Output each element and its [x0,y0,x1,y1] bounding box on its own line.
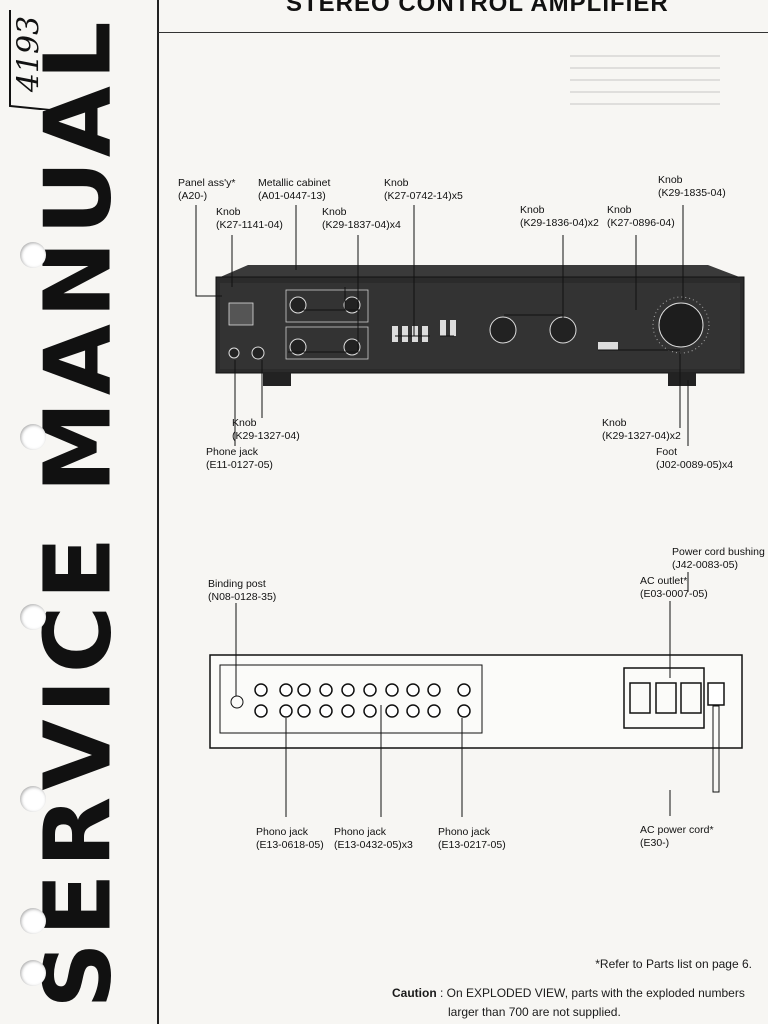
label-phone-jack: Phone jack(E11-0127-05) [206,446,273,471]
punch-hole [20,786,46,812]
label-foot: Foot(J02-0089-05)x4 [656,446,734,471]
label-phono-jack-e13-0217: Phono jack(E13-0217-05) [438,826,506,851]
front-panel-drawing [215,265,745,386]
label-knob-k29-1836: Knob(K29-1836-04)x2 [520,204,599,229]
label-knob-k29-1327-x2: Knob(K29-1327-04)x2 [602,417,681,442]
label-knob-k29-1327: Knob(K29-1327-04) [232,417,300,442]
punch-hole [20,908,46,934]
footnote: *Refer to Parts list on page 6. [595,957,752,971]
bleed-through-text [570,45,720,115]
label-knob-k29-1835: Knob(K29-1835-04) [658,174,726,199]
label-metallic-cabinet: Metallic cabinet(A01-0447-13) [258,177,331,202]
label-power-cord-bushing: Power cord bushing(J42-0083-05) [672,546,765,571]
spine: 4193 SERVICE MANUAL [0,0,158,1024]
caution-line-1: : On EXPLODED VIEW, parts with the explo… [440,986,745,1000]
punch-hole [20,242,46,268]
caution-line-2: larger than 700 are not supplied. [448,1005,621,1019]
rear-panel-drawing [209,654,743,793]
label-binding-post: Binding post(N08-0128-35) [208,578,277,603]
caution-note: Caution : On EXPLODED VIEW, parts with t… [392,984,745,1022]
caution-label: Caution [392,986,437,1000]
label-knob-k27-1141: Knob(K27-1141-04) [216,206,283,231]
label-knob-k27-0896: Knob(K27-0896-04) [607,204,675,229]
page-title: STEREO CONTROL AMPLIFIER [286,0,669,17]
label-ac-outlet: AC outlet*(E03-0007-05) [640,575,708,600]
label-knob-k27-0742: Knob(K27-0742-14)x5 [384,177,463,202]
handwritten-number: 4193 [6,6,52,110]
label-phono-jack-e13-0618: Phono jack(E13-0618-05) [256,826,324,851]
punch-hole [20,960,46,986]
punch-hole [20,604,46,630]
label-panel-assy: Panel ass'y*(A20-) [178,177,236,202]
label-ac-power-cord: AC power cord*(E30-) [640,824,714,849]
punch-hole [20,424,46,450]
spine-divider [157,0,159,1024]
header-divider [158,32,768,33]
label-knob-k29-1837: Knob(K29-1837-04)x4 [322,206,401,231]
label-phono-jack-e13-0432: Phono jack(E13-0432-05)x3 [334,826,413,851]
